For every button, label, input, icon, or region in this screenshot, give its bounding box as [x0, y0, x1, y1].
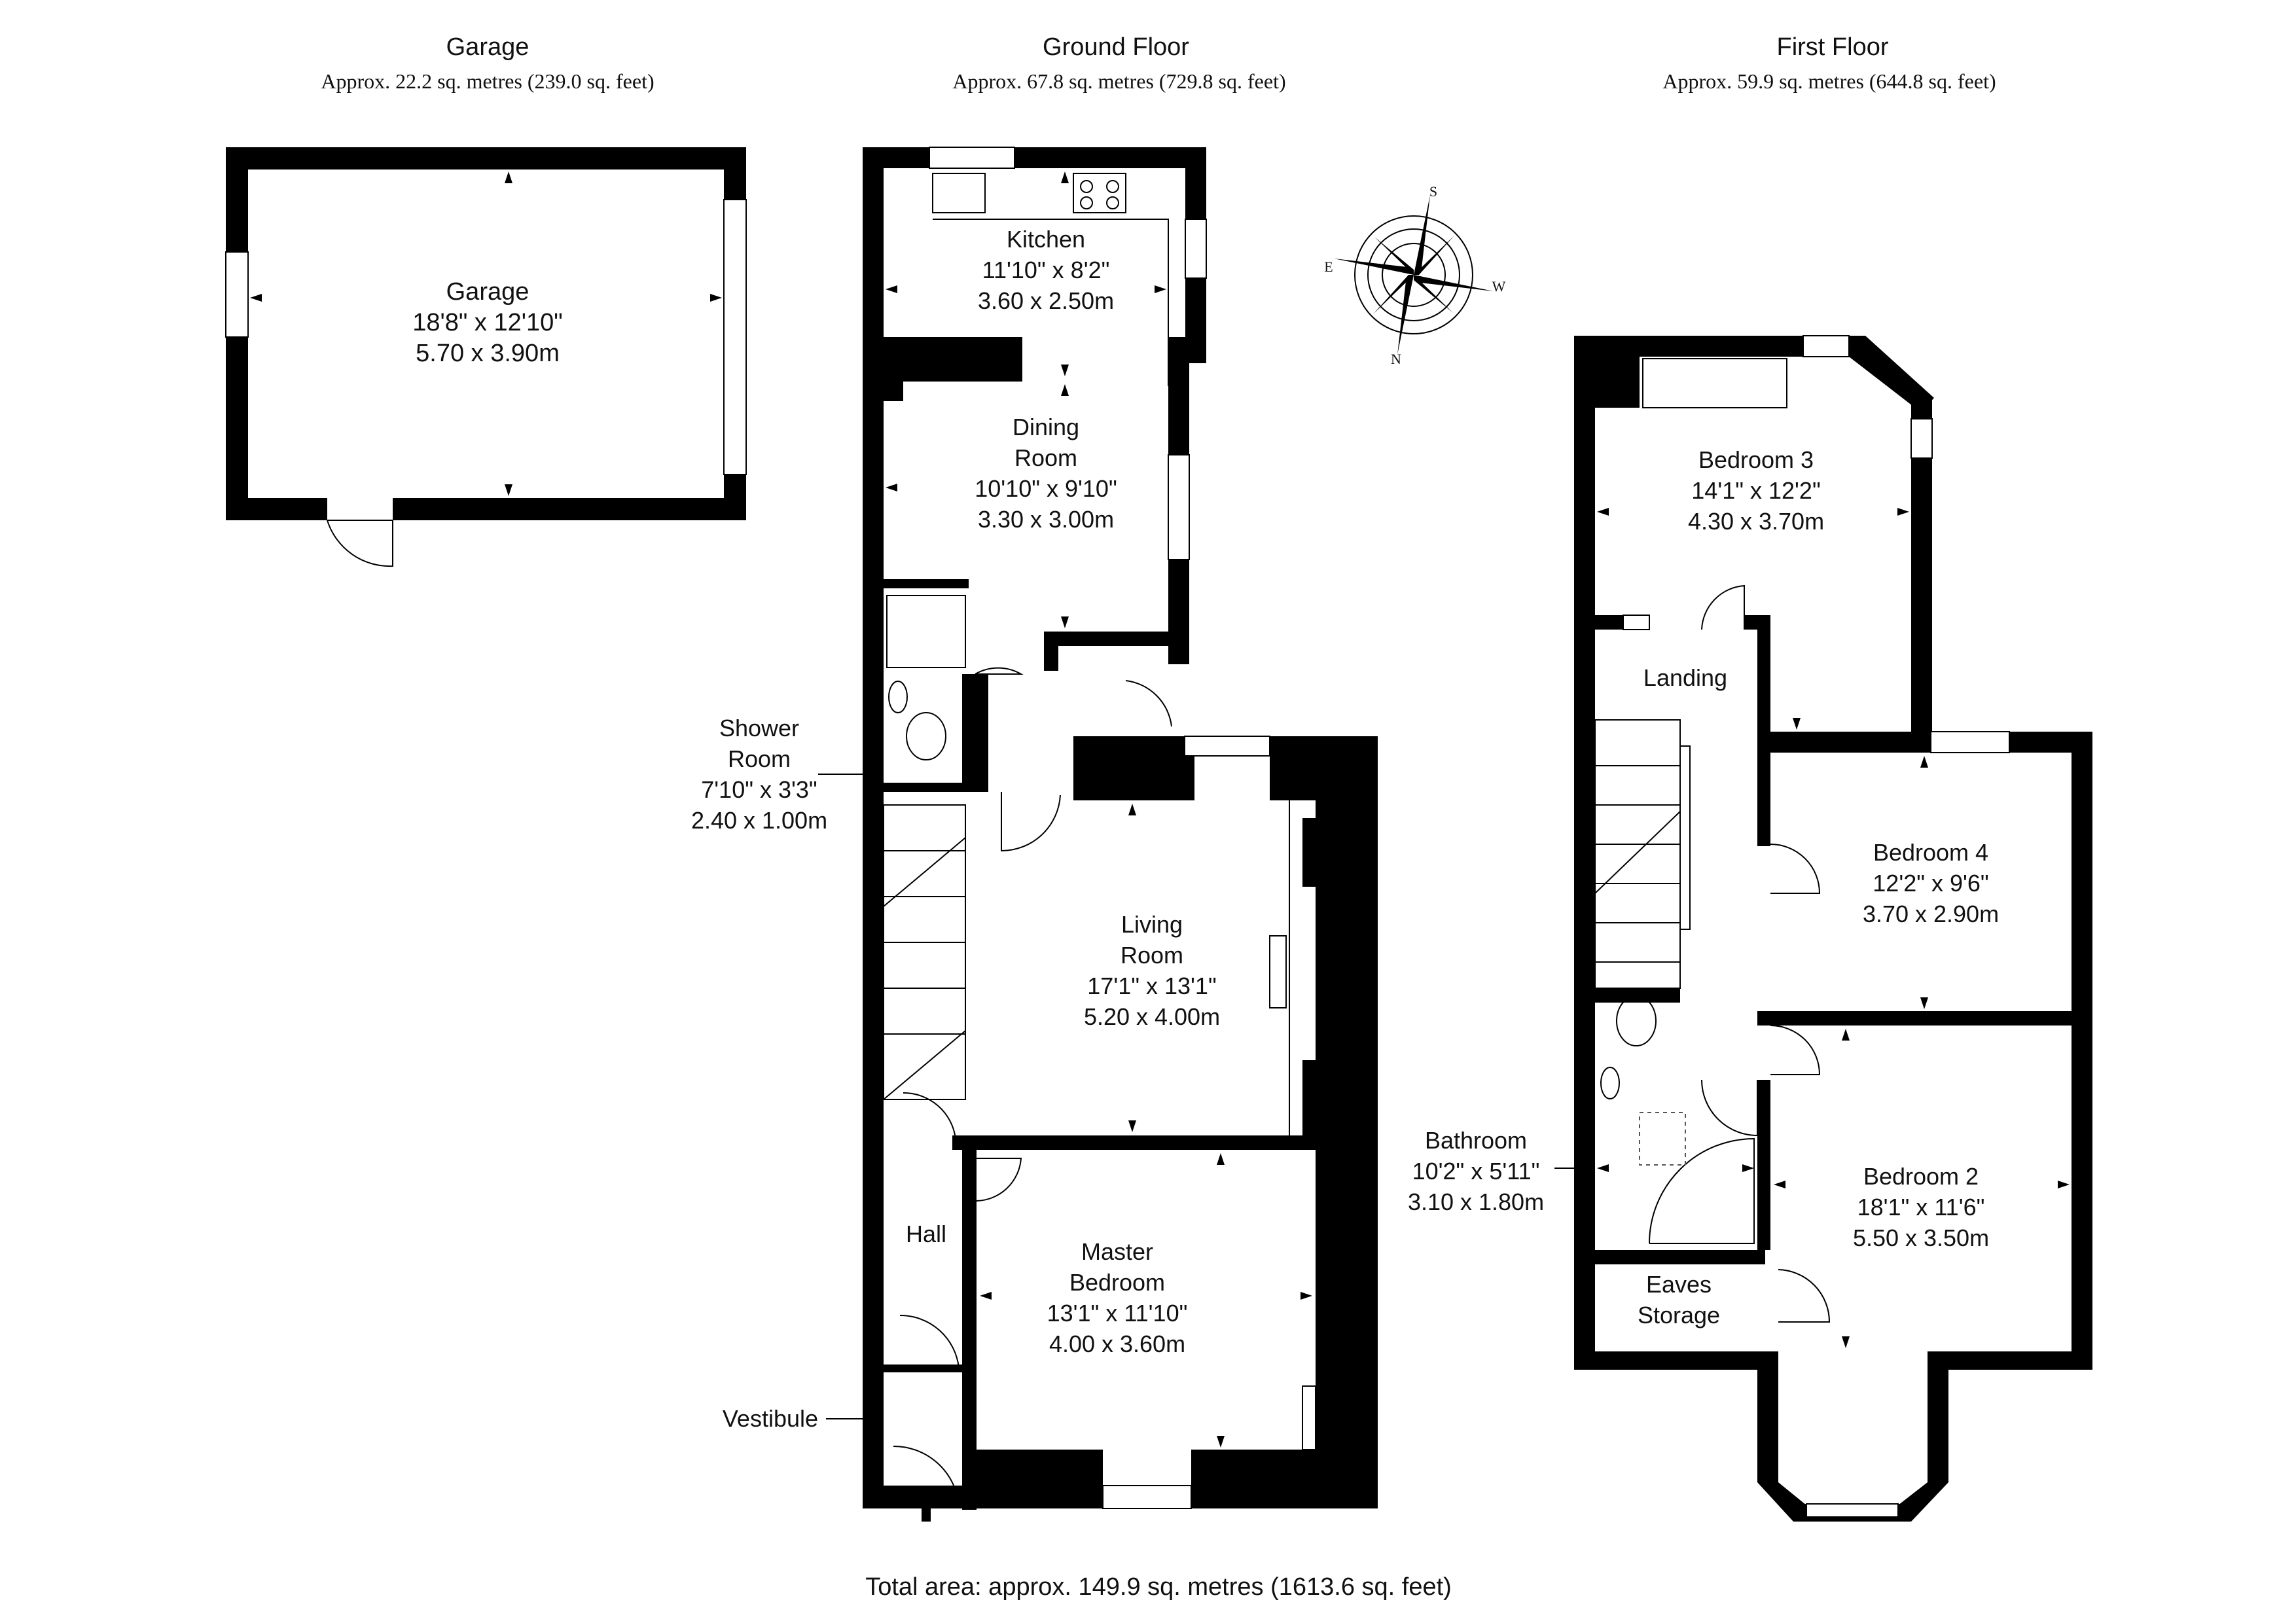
ground-floor-title: Ground Floor: [1043, 33, 1189, 61]
shower-name-1: Shower: [719, 715, 799, 741]
garage-room-metric: 5.70 x 3.90m: [416, 340, 560, 367]
shower-tray: [886, 595, 966, 668]
bedroom2-metric: 5.50 x 3.50m: [1853, 1224, 1989, 1251]
master-window: [1102, 1485, 1192, 1509]
dining-window: [1168, 454, 1190, 560]
bedroom2-bay-window: [1806, 1503, 1899, 1518]
bathroom-imperial: 10'2" x 5'11": [1412, 1158, 1540, 1185]
eaves-name-2: Storage: [1638, 1302, 1720, 1329]
total-area: Total area: approx. 149.9 sq. metres (16…: [865, 1573, 1452, 1601]
front-door: [893, 1445, 960, 1506]
living-metric: 5.20 x 4.00m: [1084, 1003, 1220, 1030]
bedroom4-metric: 3.70 x 2.90m: [1863, 901, 1999, 927]
master-name-1: Master: [1081, 1238, 1153, 1265]
bedroom3-window-1: [1803, 335, 1850, 357]
garage-plan: Garage 18'8" x 12'10" 5.70 x 3.90m: [225, 147, 747, 567]
hall-living-door: [903, 1092, 956, 1139]
bath-basin: [1600, 1067, 1620, 1099]
ground-floor-heading: Ground Floor Approx. 67.8 sq. metres (72…: [952, 33, 1285, 93]
first-staircase: [1594, 719, 1681, 989]
garage-window: [225, 251, 249, 338]
master-metric: 4.00 x 3.60m: [1049, 1330, 1185, 1357]
compass-s: S: [1429, 183, 1437, 200]
eaves-name-1: Eaves: [1646, 1271, 1712, 1298]
bathroom-metric: 3.10 x 1.80m: [1408, 1188, 1544, 1215]
shower-imperial: 7'10" x 3'3": [701, 776, 817, 803]
first-floor-area: Approx. 59.9 sq. metres (644.8 sq. feet): [1662, 69, 1996, 93]
dining-name-2: Room: [1014, 444, 1077, 471]
living-name-2: Room: [1121, 942, 1183, 969]
living-imperial: 17'1" x 13'1": [1087, 972, 1216, 999]
bedroom4-door: [1770, 844, 1821, 894]
bedroom3-name: Bedroom 3: [1698, 446, 1814, 473]
garage-room-imperial: 18'8" x 12'10": [412, 309, 563, 336]
first-floor-heading: First Floor Approx. 59.9 sq. metres (644…: [1662, 33, 1996, 93]
landing-window: [1623, 615, 1650, 630]
vestibule-name: Vestibule: [723, 1405, 818, 1432]
compass-w: W: [1492, 278, 1506, 294]
compass-e: E: [1324, 259, 1333, 275]
compass-rose: S N E W: [1324, 183, 1505, 367]
shower-name-2: Room: [728, 745, 791, 772]
hob: [1073, 173, 1126, 213]
garage-room-name: Garage: [446, 278, 529, 306]
dining-metric: 3.30 x 3.00m: [978, 506, 1114, 533]
master-wardrobe: [1302, 1385, 1316, 1450]
garage-heading: Garage Approx. 22.2 sq. metres (239.0 sq…: [321, 33, 654, 93]
compass-n: N: [1391, 351, 1401, 367]
hall-name: Hall: [906, 1221, 946, 1247]
compass-needle: [1414, 195, 1430, 275]
bedroom3-metric: 4.30 x 3.70m: [1688, 508, 1824, 535]
landing-name: Landing: [1643, 664, 1727, 691]
living-door: [1001, 792, 1061, 852]
entrance-arrow: [915, 1492, 937, 1522]
kitchen-sink: [932, 173, 986, 213]
living-window: [1184, 736, 1270, 757]
kitchen-window: [929, 147, 1015, 169]
bedroom4-name: Bedroom 4: [1873, 839, 1988, 866]
kitchen-imperial: 11'10" x 8'2": [982, 257, 1110, 283]
eaves-door: [1778, 1269, 1831, 1323]
kitchen-side-window: [1185, 219, 1207, 279]
kitchen-worktop: [933, 219, 1169, 386]
living-name-1: Living: [1121, 911, 1183, 938]
bedroom2-imperial: 18'1" x 11'6": [1857, 1194, 1985, 1221]
bath-toilet: [1616, 995, 1657, 1046]
bedroom2-door: [1770, 1025, 1821, 1075]
ground-floor-area: Approx. 67.8 sq. metres (729.8 sq. feet): [952, 69, 1285, 93]
kitchen-name: Kitchen: [1007, 226, 1085, 253]
first-floor-title: First Floor: [1777, 33, 1889, 61]
garage-floor-area: Approx. 22.2 sq. metres (239.0 sq. feet): [321, 69, 654, 93]
bathroom-door: [1701, 1079, 1758, 1137]
garage-side-door: [327, 520, 393, 567]
bedroom3-door: [1701, 584, 1745, 630]
washbasin: [888, 681, 908, 713]
master-name-2: Bedroom: [1069, 1269, 1165, 1296]
bedroom3-window-2: [1910, 418, 1933, 459]
bathroom-name: Bathroom: [1425, 1127, 1527, 1154]
master-imperial: 13'1" x 11'10": [1047, 1300, 1188, 1327]
bedroom4-window: [1930, 731, 2010, 753]
ground-floor-plan: Kitchen 11'10" x 8'2" 3.60 x 2.50m Dinin…: [691, 147, 1378, 1522]
kitchen-metric: 3.60 x 2.50m: [978, 287, 1114, 314]
bedroom3-imperial: 14'1" x 12'2": [1691, 477, 1820, 504]
vestibule-inner-door: [899, 1314, 960, 1368]
shower-door: [975, 667, 1024, 675]
bath-shower-tray: [1649, 1137, 1755, 1244]
dining-name-1: Dining: [1013, 414, 1079, 440]
garage-floor-title: Garage: [446, 33, 529, 61]
bedroom2-name: Bedroom 2: [1863, 1163, 1979, 1190]
dining-imperial: 10'10" x 9'10": [975, 475, 1117, 502]
shower-metric: 2.40 x 1.00m: [691, 807, 827, 834]
toilet: [906, 712, 946, 760]
garage-door-opening: [723, 199, 747, 475]
bedroom4-imperial: 12'2" x 9'6": [1873, 870, 1988, 897]
dining-door: [1125, 680, 1172, 727]
first-floor-plan: Bedroom 3 14'1" x 12'2" 4.30 x 3.70m Lan…: [1408, 335, 2092, 1522]
master-door: [976, 1158, 1022, 1202]
ground-staircase: [883, 804, 966, 1100]
